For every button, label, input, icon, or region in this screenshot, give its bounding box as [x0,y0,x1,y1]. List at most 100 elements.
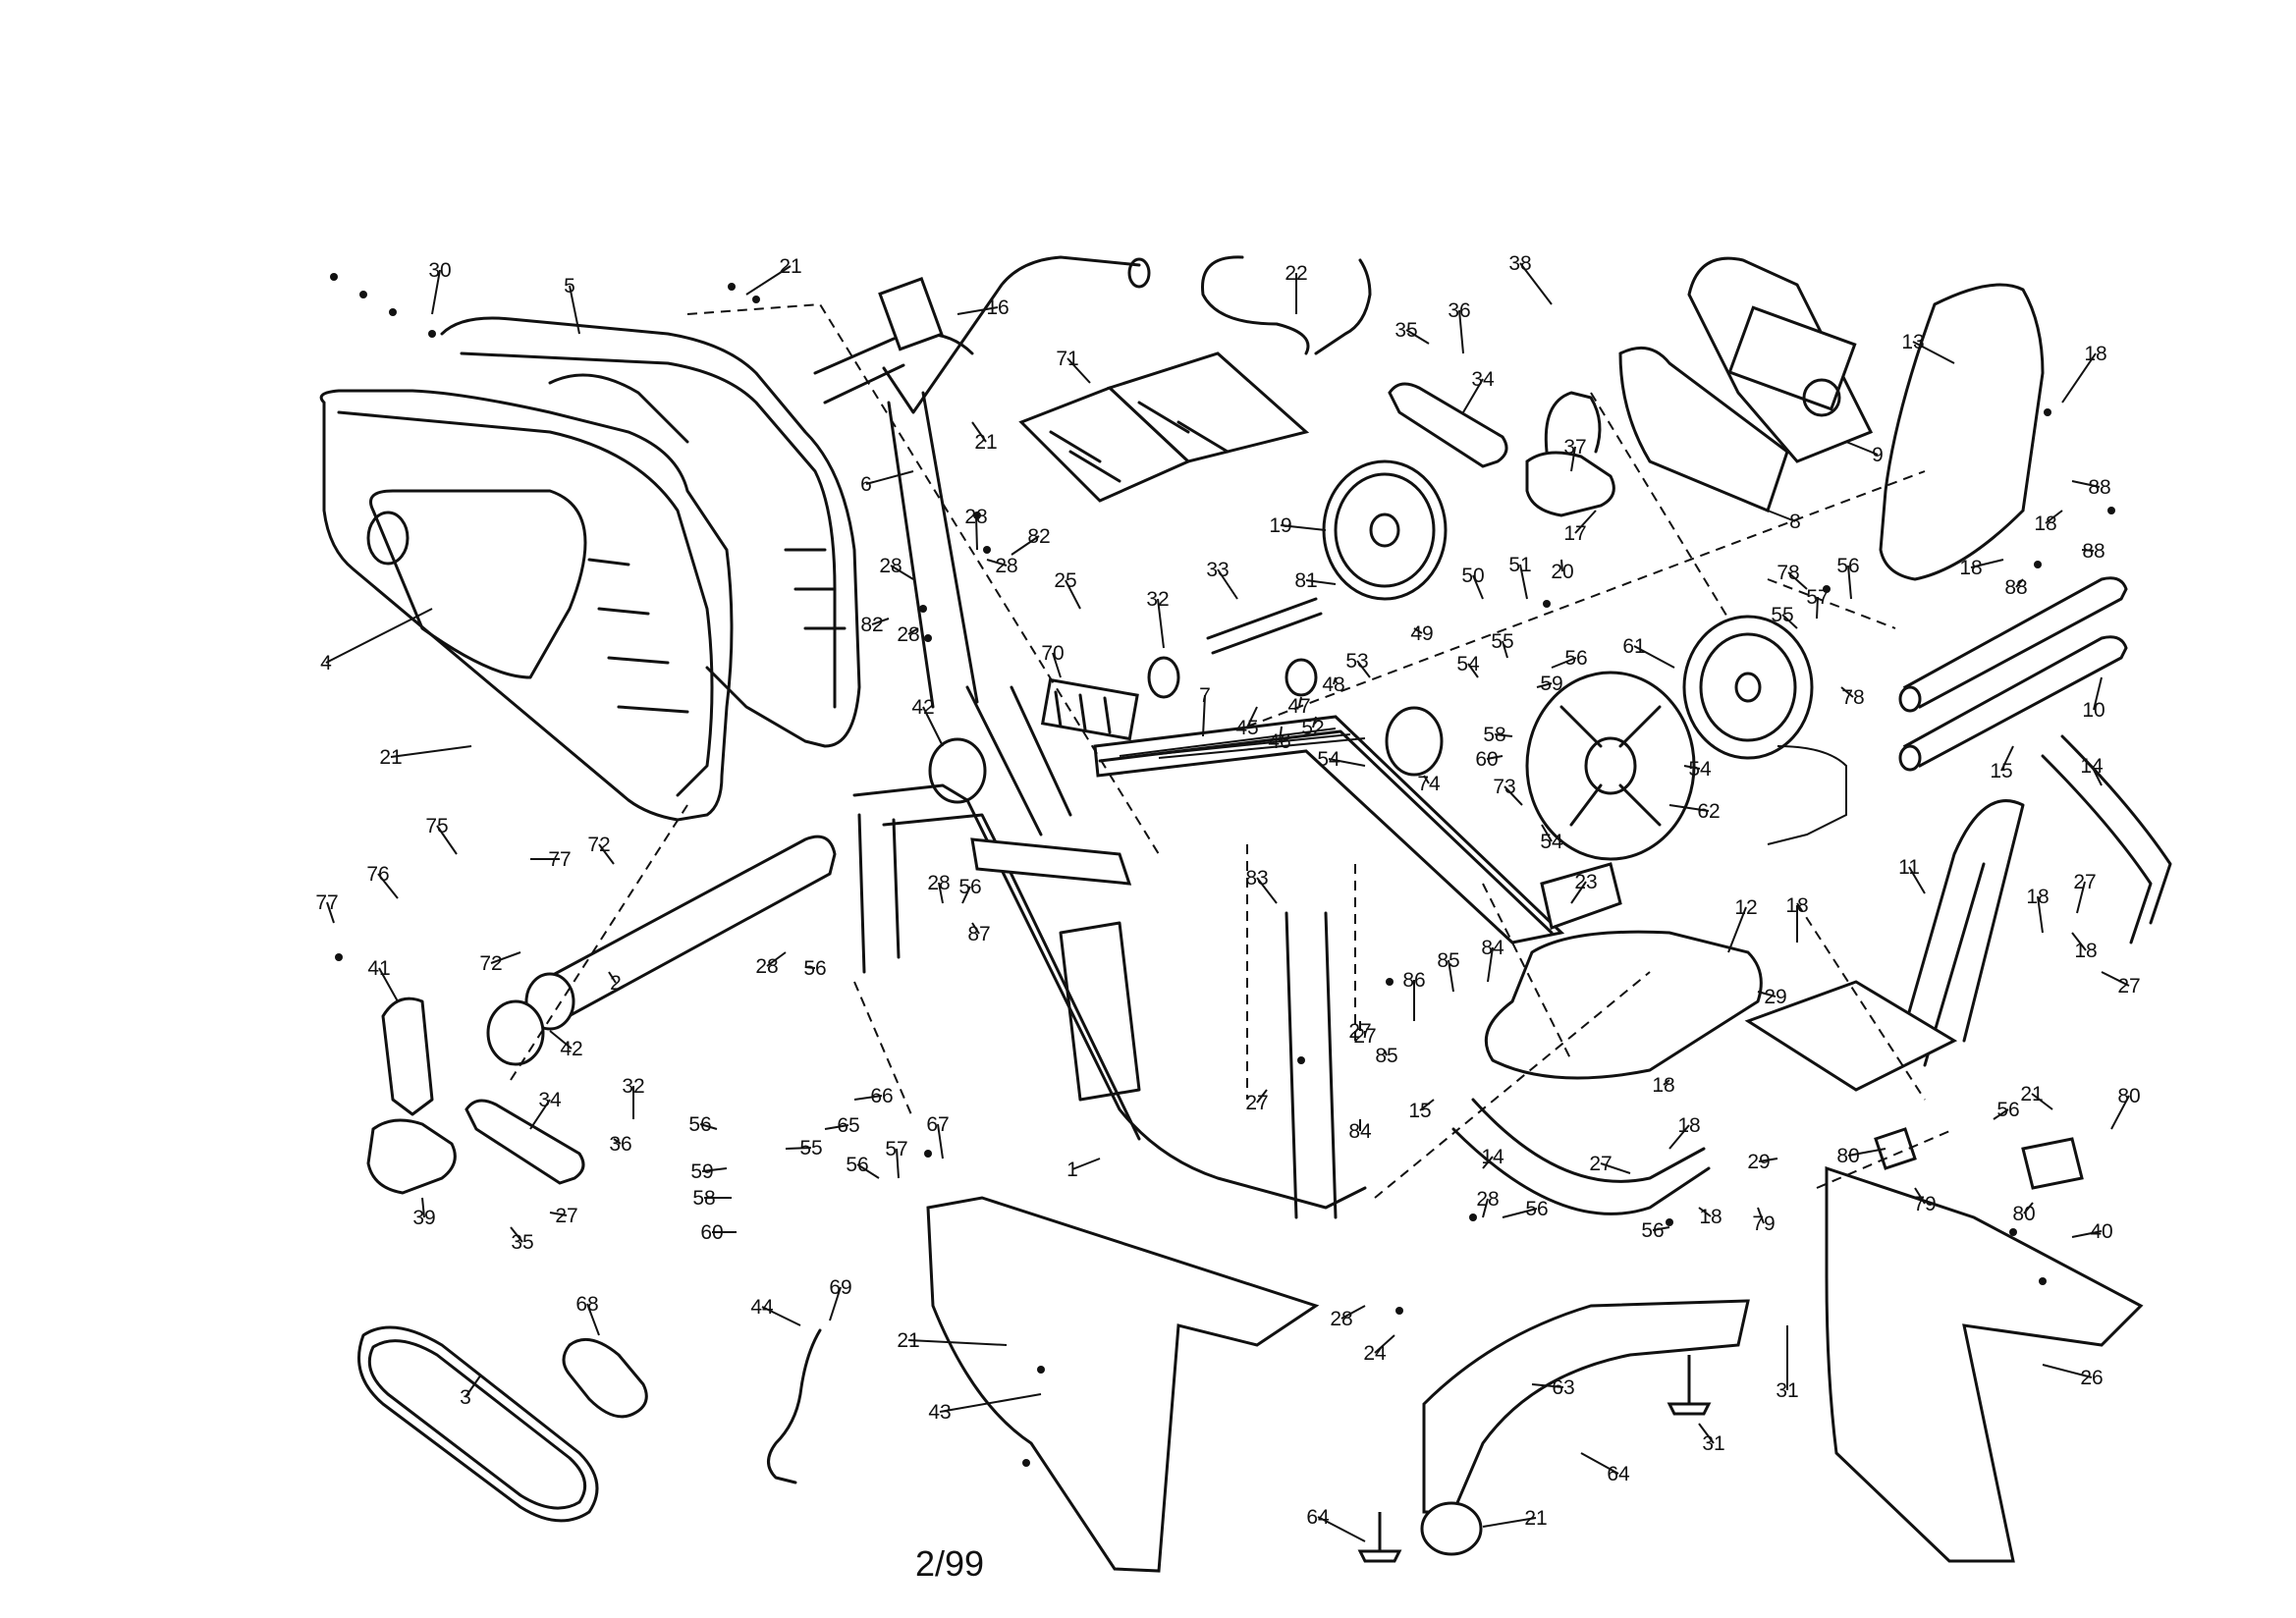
side-shield-right [440,316,861,748]
leader-line [2000,745,2014,772]
leader-line [766,951,787,967]
belt-69 [562,1337,648,1419]
rear-base-3 [1422,1299,1750,1514]
leader-line [1066,357,1091,384]
leader-line [761,1306,801,1326]
part-callout-label: 48 [1322,674,1344,696]
leader-line [1217,568,1238,600]
leader-line [829,1286,842,1321]
part-callout-label: 70 [1041,642,1064,665]
leader-line [1787,571,1808,590]
part-callout-label: 35 [511,1231,533,1254]
part-callout-label: 69 [829,1276,851,1299]
part-callout-label: 23 [1574,871,1597,893]
leader-line [377,873,399,899]
console-9 [1687,256,1874,463]
leader-line [1482,1156,1494,1169]
leader-line [1065,579,1081,610]
part-callout-label: 59 [1540,673,1562,695]
leader-line [1413,627,1423,634]
part-callout-label: 31 [1776,1379,1798,1402]
part-callout-label: 55 [799,1137,822,1160]
part-callout-label: 88 [2088,476,2110,499]
handle-tubes-10 [1898,576,2128,772]
part-callout-label: 52 [1301,717,1324,739]
leader-line [1503,785,1523,806]
leader-line [1600,1162,1631,1174]
part-callout-label: 28 [995,555,1017,577]
leader-line [1419,1099,1435,1111]
part-callout-label: 10 [2082,699,2105,722]
part-callout-label: 11 [1898,856,1920,879]
part-callout-label: 32 [622,1075,644,1098]
leader-line [1668,1124,1690,1150]
part-callout-label: 58 [1483,724,1505,746]
part-callout-label: 56 [1996,1099,2019,1121]
part-callout-label: 81 [1294,569,1317,592]
part-callout-label: 9 [1872,444,1884,466]
part-callout-label: 5 [564,275,575,297]
part-callout-label: 36 [609,1133,631,1156]
leader-line [1333,676,1337,685]
pedal-37 [1525,451,1615,517]
part-callout-label: 21 [1524,1507,1547,1530]
part-callout-label: 85 [1437,949,1459,972]
part-callout-label: 37 [1563,436,1586,458]
leader-line [436,825,458,855]
leader-line [1374,1334,1395,1354]
end-cap-64b [1420,1501,1483,1556]
part-callout-label: 65 [837,1114,859,1137]
part-callout-label: 72 [587,834,610,856]
leader-line [1816,596,1819,620]
part-callout-label: 4 [320,652,332,674]
part-callout-label: 73 [1493,776,1515,798]
part-callout-label: 43 [928,1401,951,1424]
part-callout-label: 47 [1287,695,1310,718]
leader-line [1570,881,1587,904]
part-callout-label: 56 [958,876,981,898]
leader-line [1467,663,1479,678]
leader-line [549,1212,568,1216]
leader-line [971,922,980,935]
part-callout-label: 18 [2034,512,2056,535]
leader-line [2091,765,2103,786]
fasteners [330,273,2115,1467]
part-callout-label: 19 [1269,514,1291,537]
part-callout-label: 15 [1408,1100,1431,1122]
part-callout-label: 36 [1448,299,1470,322]
leader-line [896,1148,900,1179]
leader-line [1448,959,1454,993]
leader-line [1912,341,1955,364]
part-callout-label: 27 [1348,1020,1371,1043]
part-callout-label: 60 [1475,748,1498,771]
part-callout-label: 24 [1363,1342,1387,1365]
part-callout-label: 13 [1901,331,1924,353]
leader-line [2042,1364,2093,1378]
leader-lines [325,262,2130,1542]
leader-line [1847,565,1852,600]
seat-handle-14b [2041,734,2172,944]
part-callout-label: 7 [1199,684,1211,707]
leader-line [1914,1187,1926,1205]
part-callout-label: 88 [2004,576,2027,599]
part-callout-label: 21 [897,1329,919,1352]
part-callout-label: 58 [692,1187,715,1210]
part-callout-label: 45 [1235,717,1258,739]
leader-line [1256,1089,1268,1104]
leader-line [1633,645,1675,669]
leader-line [1570,446,1576,472]
leader-line [1531,1383,1564,1388]
part-callout-label: 34 [538,1089,562,1111]
part-callout-label: 2 [610,972,622,995]
part-drawings [319,255,2172,1573]
leader-line [701,1167,728,1172]
part-callout-label: 84 [1481,937,1504,959]
leveler-31b [1357,1512,1402,1563]
leader-line [1312,716,1317,728]
leader-line [1536,682,1553,688]
leader-line [421,1197,425,1218]
leader-line [1574,510,1597,534]
leader-line [785,1147,812,1150]
leader-line [1472,574,1484,600]
leader-line [1683,765,1701,770]
